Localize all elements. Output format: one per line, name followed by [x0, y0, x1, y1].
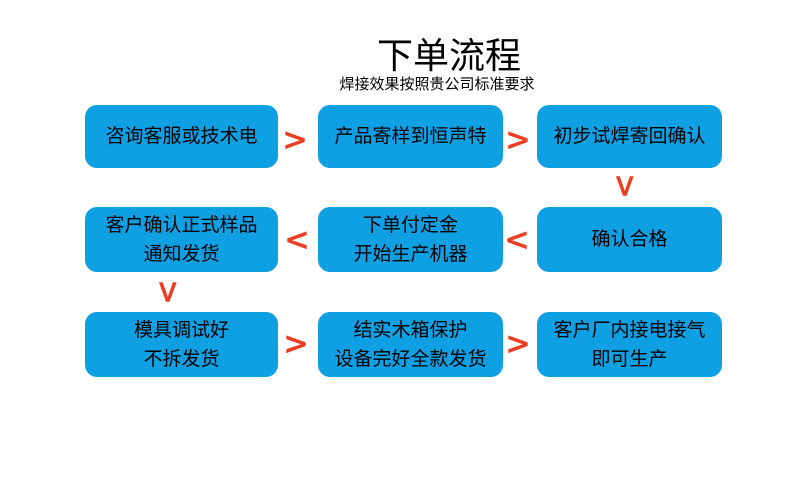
flow-step-7-line-2: 不拆发货 [143, 348, 220, 370]
arrow-right-icon: > [283, 326, 309, 362]
flow-step-8-line-2: 设备完好全款发货 [334, 348, 487, 370]
flow-step-1-line-1: 咨询客服或技术电 [105, 126, 258, 147]
flow-step-7: 模具调试好 不拆发货 [85, 312, 278, 377]
arrow-down-icon: > [607, 173, 643, 199]
flow-step-1: 咨询客服或技术电 [85, 105, 278, 168]
arrow-right-icon: > [505, 326, 531, 362]
flow-step-8-line-1: 结实木箱保护 [353, 319, 468, 341]
flow-step-9-line-1: 客户厂内接电接气 [553, 319, 706, 341]
flow-step-5-line-2: 开始生产机器 [353, 243, 468, 265]
flow-step-3: 初步试焊寄回确认 [537, 105, 722, 168]
flow-step-5: 下单付定金 开始生产机器 [318, 207, 503, 272]
flow-step-9: 客户厂内接电接气 即可生产 [537, 312, 722, 377]
flow-step-2-line-1: 产品寄样到恒声特 [334, 126, 487, 147]
flow-step-8: 结实木箱保护 设备完好全款发货 [318, 312, 503, 377]
arrow-right-icon: > [505, 122, 531, 158]
flow-step-9-line-2: 即可生产 [591, 348, 668, 370]
flow-step-6: 确认合格 [537, 207, 722, 272]
flow-step-7-line-1: 模具调试好 [133, 319, 229, 341]
flow-step-4-line-1: 客户确认正式样品 [105, 214, 258, 236]
arrow-down-icon: > [150, 279, 186, 305]
arrow-left-icon: < [284, 222, 310, 258]
page-subtitle: 焊接效果按照贵公司标准要求 [339, 76, 535, 93]
flow-step-6-line-1: 确认合格 [591, 229, 668, 250]
arrow-left-icon: < [504, 222, 530, 258]
flow-step-3-line-1: 初步试焊寄回确认 [553, 126, 706, 147]
flow-step-2: 产品寄样到恒声特 [318, 105, 503, 168]
flow-step-4: 客户确认正式样品 通知发货 [85, 207, 278, 272]
flow-step-5-line-1: 下单付定金 [362, 214, 458, 236]
flow-step-4-line-2: 通知发货 [143, 243, 220, 265]
page-title: 下单流程 [376, 35, 521, 76]
arrow-right-icon: > [282, 122, 308, 158]
